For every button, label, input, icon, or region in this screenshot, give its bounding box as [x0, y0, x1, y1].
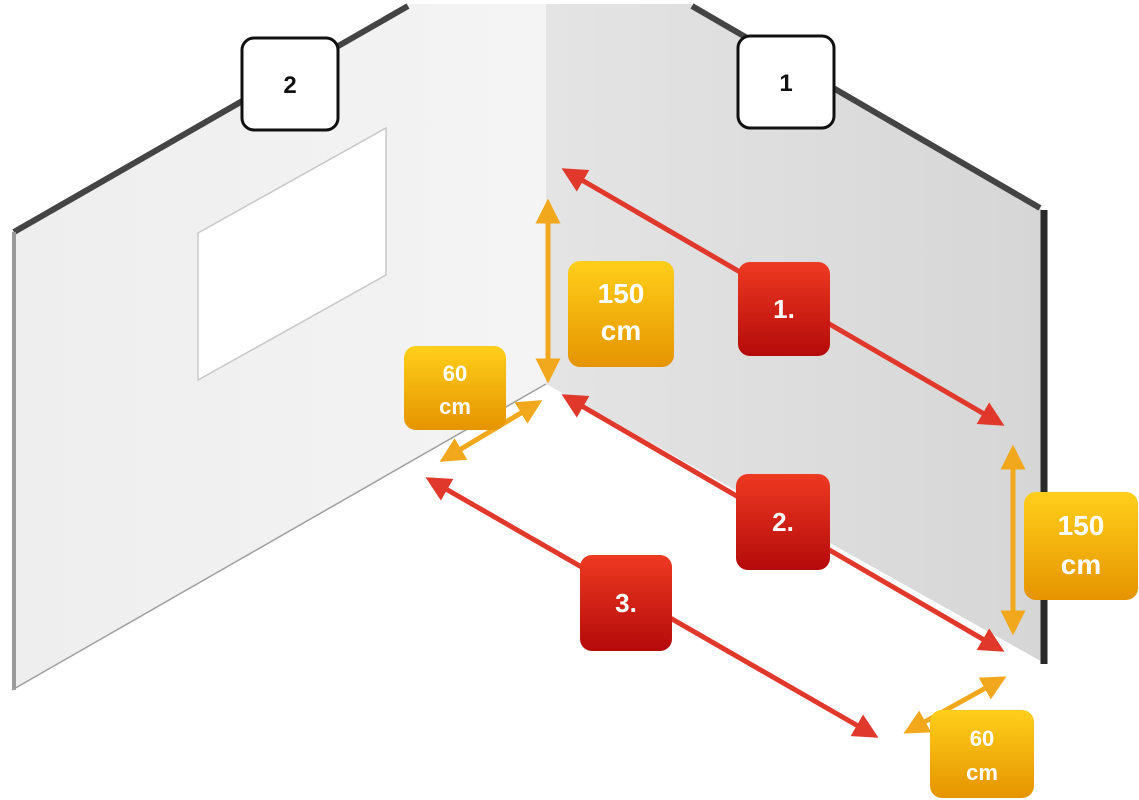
depth-badge-left-unit: cm [439, 394, 471, 419]
wall-label-2-box [240, 36, 340, 132]
wall-label-1-box [736, 34, 836, 130]
depth-arrow-left [439, 400, 543, 462]
height-badge-right-box [1024, 492, 1138, 600]
arrow-badge-3: 3. [580, 555, 672, 651]
arrow-badge-3-box [580, 555, 672, 651]
depth-badge-left-box [404, 346, 506, 430]
depth-badge-left: 60 cm [404, 346, 506, 430]
arrow-badge-1-box [738, 262, 830, 356]
depth-badge-right: 60 cm [930, 710, 1034, 798]
wall-label-1-text: 1 [779, 70, 792, 97]
depth-badge-right-value: 60 [970, 726, 994, 751]
depth-badge-right-unit: cm [966, 760, 998, 785]
left-wall-face [12, 4, 546, 690]
height-badge-upper-box [568, 261, 674, 367]
depth-arrow-right [903, 676, 1007, 734]
arrow-badge-2: 2. [736, 474, 830, 570]
depth-badge-left-value: 60 [443, 361, 467, 386]
wall-window [197, 126, 387, 382]
height-badge-right: 150 cm [1024, 492, 1138, 600]
height-badge-right-unit: cm [1061, 549, 1101, 580]
wall-label-2: 2 [240, 36, 340, 132]
depth-badge-right-box [930, 710, 1034, 798]
left-wall-top-edge [12, 3, 410, 235]
height-badge-right-value: 150 [1058, 510, 1105, 541]
arrow-badge-2-box [736, 474, 830, 570]
arrow-badge-3-text: 3. [615, 588, 637, 618]
height-badge-upper-unit: cm [601, 315, 641, 346]
arrow-badge-2-text: 2. [772, 507, 794, 537]
height-badge-upper: 150 cm [568, 261, 674, 367]
left-wall [11, 3, 547, 691]
wall-label-2-text: 2 [283, 72, 296, 99]
wall-label-1: 1 [736, 34, 836, 130]
height-badge-upper-value: 150 [598, 278, 645, 309]
arrow-badge-1-text: 1. [773, 294, 795, 324]
arrow-badge-1: 1. [738, 262, 830, 356]
